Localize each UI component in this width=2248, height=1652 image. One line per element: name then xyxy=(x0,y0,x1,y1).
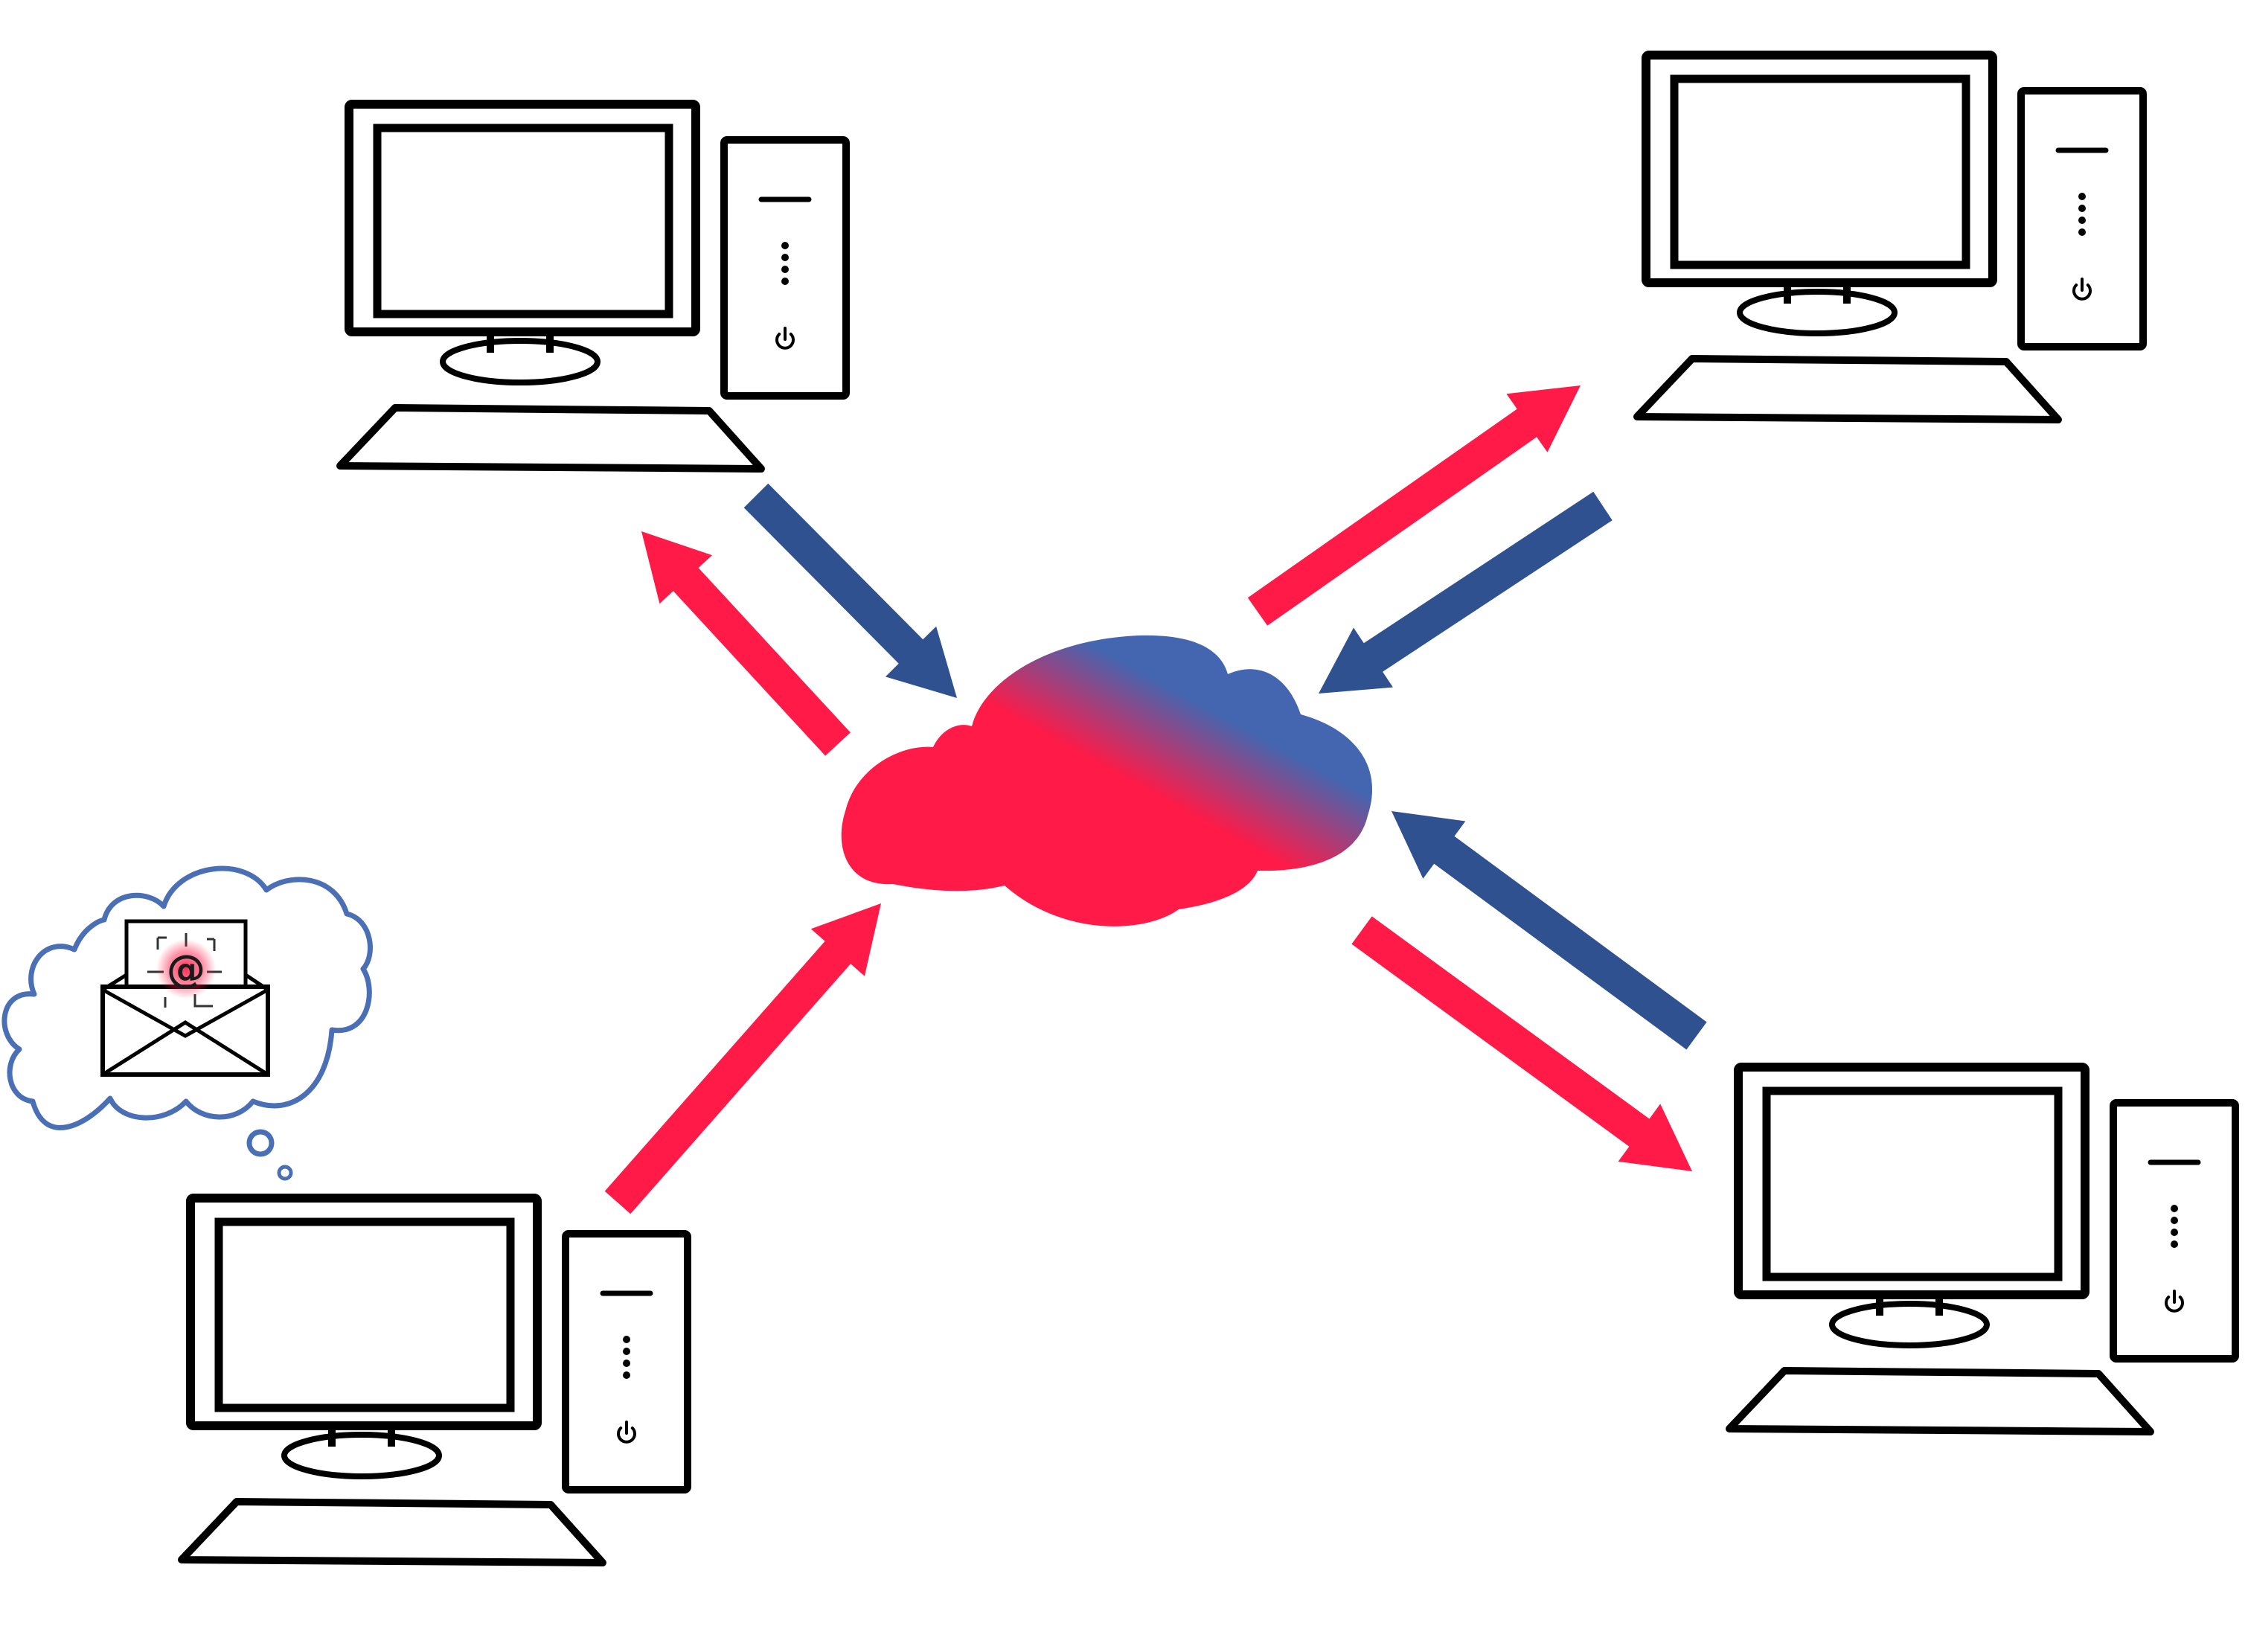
arrow-network-cloud-to-computer-bottom-right xyxy=(1351,916,1692,1171)
arrow-network-cloud-to-computer-top-left xyxy=(641,531,851,756)
arrow-computer-bottom-left-to-network-cloud xyxy=(604,903,881,1214)
arrow-network-cloud-to-computer-top-right xyxy=(1247,385,1581,626)
arrow-computer-top-right-to-network-cloud xyxy=(1319,491,1613,694)
computer-bottom-right xyxy=(1729,1067,2235,1432)
email-at-symbol: @ xyxy=(167,947,205,992)
email-envelope-icon: @ xyxy=(100,919,270,1077)
arrows-layer xyxy=(604,385,1707,1214)
computer-bottom-left xyxy=(182,1198,688,1563)
computer-top-right xyxy=(1637,55,2143,420)
computer-top-left xyxy=(340,104,846,469)
arrow-computer-bottom-right-to-network-cloud xyxy=(1392,811,1707,1050)
network-cloud-icon xyxy=(841,635,1373,926)
arrow-computer-top-left-to-network-cloud xyxy=(743,483,957,698)
